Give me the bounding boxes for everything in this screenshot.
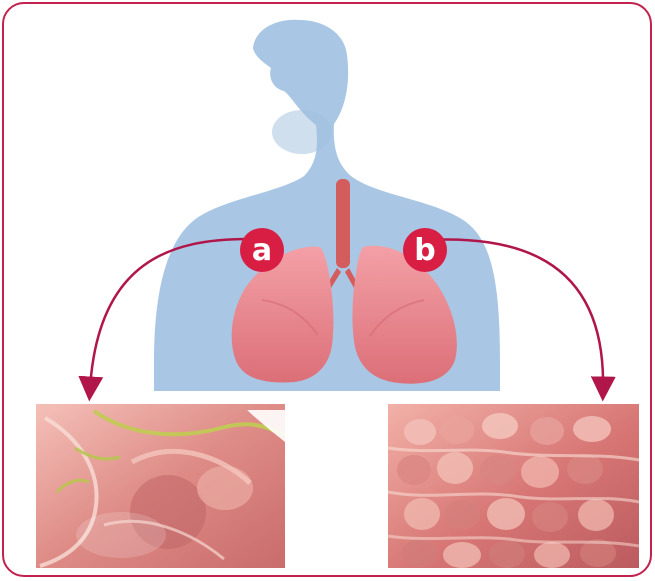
label-a-text: a xyxy=(252,233,272,268)
label-b-badge: b xyxy=(403,228,447,272)
label-b-text: b xyxy=(414,233,435,268)
tissue-image-b xyxy=(388,404,639,568)
tissue-image-a xyxy=(36,404,285,568)
label-a-badge: a xyxy=(240,228,284,272)
